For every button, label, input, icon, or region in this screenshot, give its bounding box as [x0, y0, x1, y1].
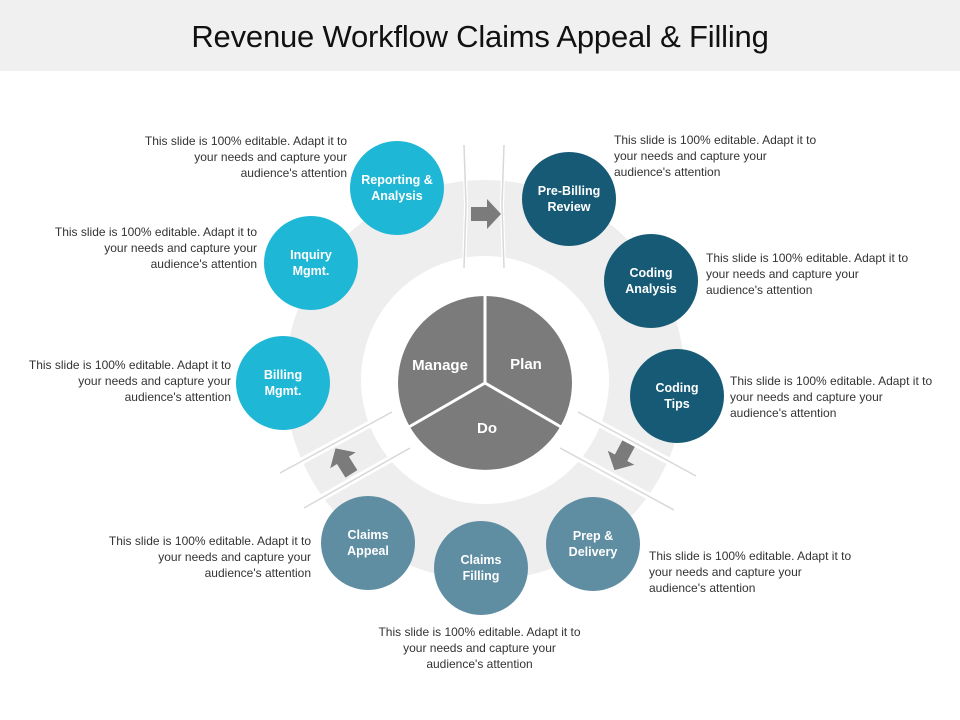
- node-claims-appeal-label: Claims Appeal: [347, 528, 389, 558]
- node-claims-filling-label: Claims Filling: [460, 553, 502, 583]
- pie-label-plan: Plan: [510, 356, 542, 373]
- note-pre-billing-review: This slide is 100% editable. Adapt it to…: [614, 133, 817, 179]
- pie-label-do: Do: [477, 420, 497, 437]
- node-coding-tips: Coding Tips: [630, 349, 724, 443]
- center-pie: [398, 294, 572, 470]
- pie-label-manage: Manage: [412, 357, 468, 374]
- node-prep-delivery-label: Prep & Delivery: [568, 529, 618, 559]
- top-divider-left: [462, 143, 468, 270]
- node-pre-billing-review-label: Pre-Billing Review: [537, 184, 601, 214]
- node-reporting-analysis-label: Reporting & Analysis: [361, 173, 433, 203]
- note-inquiry-mgmt: This slide is 100% editable. Adapt it to…: [54, 225, 257, 271]
- slide-title: Revenue Workflow Claims Appeal & Filling: [191, 19, 769, 54]
- note-claims-appeal: This slide is 100% editable. Adapt it to…: [108, 534, 311, 580]
- node-coding-tips-label: Coding Tips: [655, 381, 699, 411]
- node-inquiry-mgmt: Inquiry Mgmt.: [264, 216, 358, 310]
- pie-divider-left: [407, 381, 486, 429]
- right-divider-b-line: [559, 447, 675, 511]
- arrow-left-icon: [330, 448, 358, 478]
- pie-divider-right: [484, 381, 563, 429]
- top-divider-line-left: [463, 144, 467, 269]
- top-divider-line-right: [501, 144, 505, 269]
- background-ring: [285, 180, 686, 581]
- node-billing-mgmt: Billing Mgmt.: [236, 336, 330, 430]
- title-bar: [0, 0, 960, 71]
- note-prep-delivery: This slide is 100% editable. Adapt it to…: [649, 549, 852, 595]
- node-billing-mgmt-label: Billing Mgmt.: [263, 368, 303, 398]
- right-divider-a-line: [577, 411, 697, 477]
- note-claims-filling: This slide is 100% editable. Adapt it to…: [378, 625, 581, 671]
- arrow-right-icon: [607, 440, 635, 471]
- node-coding-analysis: Coding Analysis: [604, 234, 698, 328]
- node-coding-analysis-label: Coding Analysis: [625, 266, 677, 296]
- note-reporting-analysis: This slide is 100% editable. Adapt it to…: [144, 134, 347, 180]
- node-pre-billing-review: Pre-Billing Review: [522, 152, 616, 246]
- node-inquiry-mgmt-label: Inquiry Mgmt.: [290, 248, 332, 278]
- node-claims-appeal: Claims Appeal: [321, 496, 415, 590]
- top-divider-right: [500, 143, 506, 270]
- arrow-top-icon: [471, 199, 501, 229]
- note-coding-tips: This slide is 100% editable. Adapt it to…: [730, 374, 933, 420]
- node-prep-delivery: Prep & Delivery: [546, 497, 640, 591]
- left-divider-b-line: [303, 447, 411, 509]
- node-claims-filling: Claims Filling: [434, 521, 528, 615]
- note-coding-analysis: This slide is 100% editable. Adapt it to…: [706, 251, 909, 297]
- node-reporting-analysis: Reporting & Analysis: [350, 141, 444, 235]
- pie-do: [409, 383, 561, 470]
- note-billing-mgmt: This slide is 100% editable. Adapt it to…: [28, 358, 231, 404]
- left-divider-a-line: [279, 411, 393, 474]
